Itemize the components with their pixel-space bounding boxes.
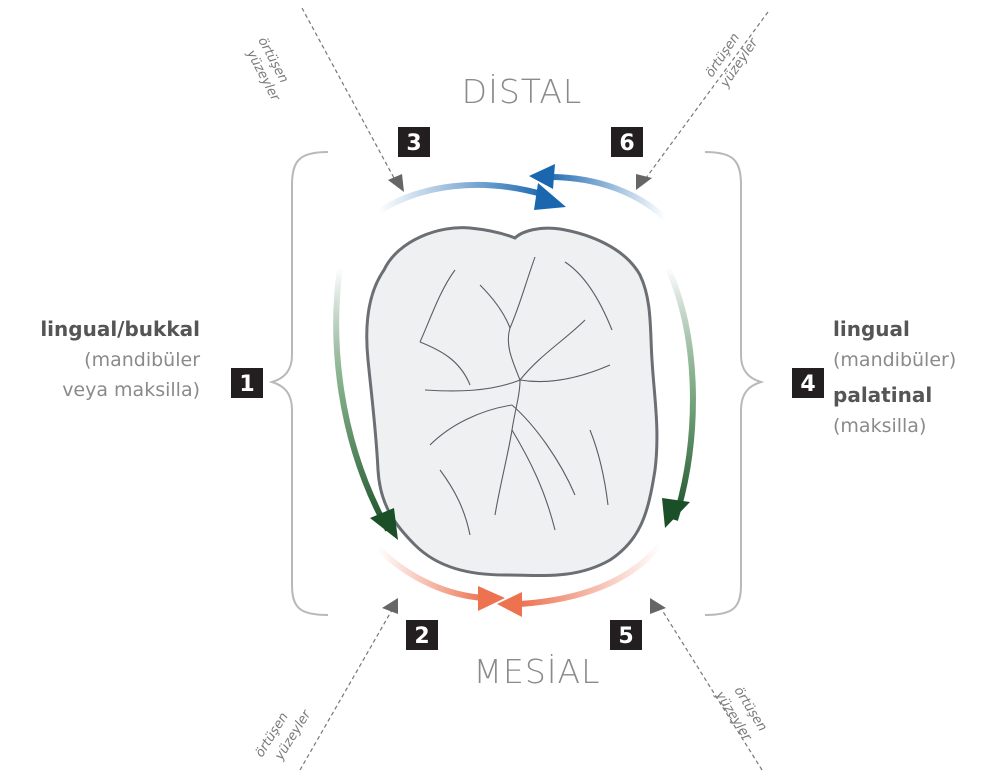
right-brace xyxy=(704,151,765,616)
bottom-right-orange-arrowhead xyxy=(497,592,522,617)
step-5-box: 5 xyxy=(610,620,642,650)
step-1-box: 1 xyxy=(231,368,263,398)
right-label-line1: (mandibüler) xyxy=(833,349,956,371)
bottom-left-orange-arc xyxy=(375,545,486,601)
tooth-outline xyxy=(365,226,659,578)
tooth-fissures xyxy=(419,256,613,536)
pointer-lines xyxy=(299,7,769,771)
left-label-line1: (mandibüler xyxy=(84,349,200,371)
step-2-box: 2 xyxy=(406,620,438,650)
right-green-arc xyxy=(665,266,696,521)
left-green-arc xyxy=(333,267,391,532)
svg-text:1: 1 xyxy=(239,372,254,397)
top-left-blue-arrowhead xyxy=(534,183,566,210)
mesial-label: MESİAL xyxy=(474,652,601,691)
svg-text:5: 5 xyxy=(618,624,633,649)
right-label-bold-lingual: lingual xyxy=(833,317,910,341)
svg-text:4: 4 xyxy=(800,372,815,397)
right-label-line2: (maksilla) xyxy=(833,415,926,437)
distal-label: DİSTAL xyxy=(462,72,583,111)
step-4-box: 4 xyxy=(792,368,824,398)
overlap-label-top-right: örtüşen yüzeyler xyxy=(703,31,762,91)
overlap-label-bottom-left: örtüşen yüzeyler xyxy=(253,707,315,764)
bottom-left-orange-arrowhead xyxy=(478,586,505,611)
left-brace xyxy=(268,151,329,616)
top-left-blue-arc xyxy=(376,181,546,215)
pointer-arrowhead-6 xyxy=(636,174,652,190)
step-3-box: 3 xyxy=(398,127,430,157)
overlap-label-top-left: örtüşen yüzeyler xyxy=(243,35,291,105)
pointer-arrowhead-2 xyxy=(382,598,398,614)
left-label-line2: veya maksilla) xyxy=(62,379,200,401)
step-6-box: 6 xyxy=(611,127,643,157)
left-green-arrowhead xyxy=(370,508,398,540)
right-label-bold-palatinal: palatinal xyxy=(833,383,932,407)
top-right-blue-arc xyxy=(544,173,668,221)
top-right-blue-arrowhead xyxy=(529,164,555,189)
right-green-arrowhead xyxy=(662,498,690,528)
svg-text:6: 6 xyxy=(619,131,634,156)
svg-text:2: 2 xyxy=(414,624,429,649)
overlap-label-bottom-right: örtüşen yüzeyler xyxy=(712,684,770,745)
bottom-right-orange-arc xyxy=(519,543,663,607)
svg-text:3: 3 xyxy=(406,131,421,156)
pointer-arrowhead-3 xyxy=(388,174,404,192)
left-label-bold: lingual/bukkal xyxy=(40,317,200,341)
pointer-arrowhead-5 xyxy=(650,598,666,614)
